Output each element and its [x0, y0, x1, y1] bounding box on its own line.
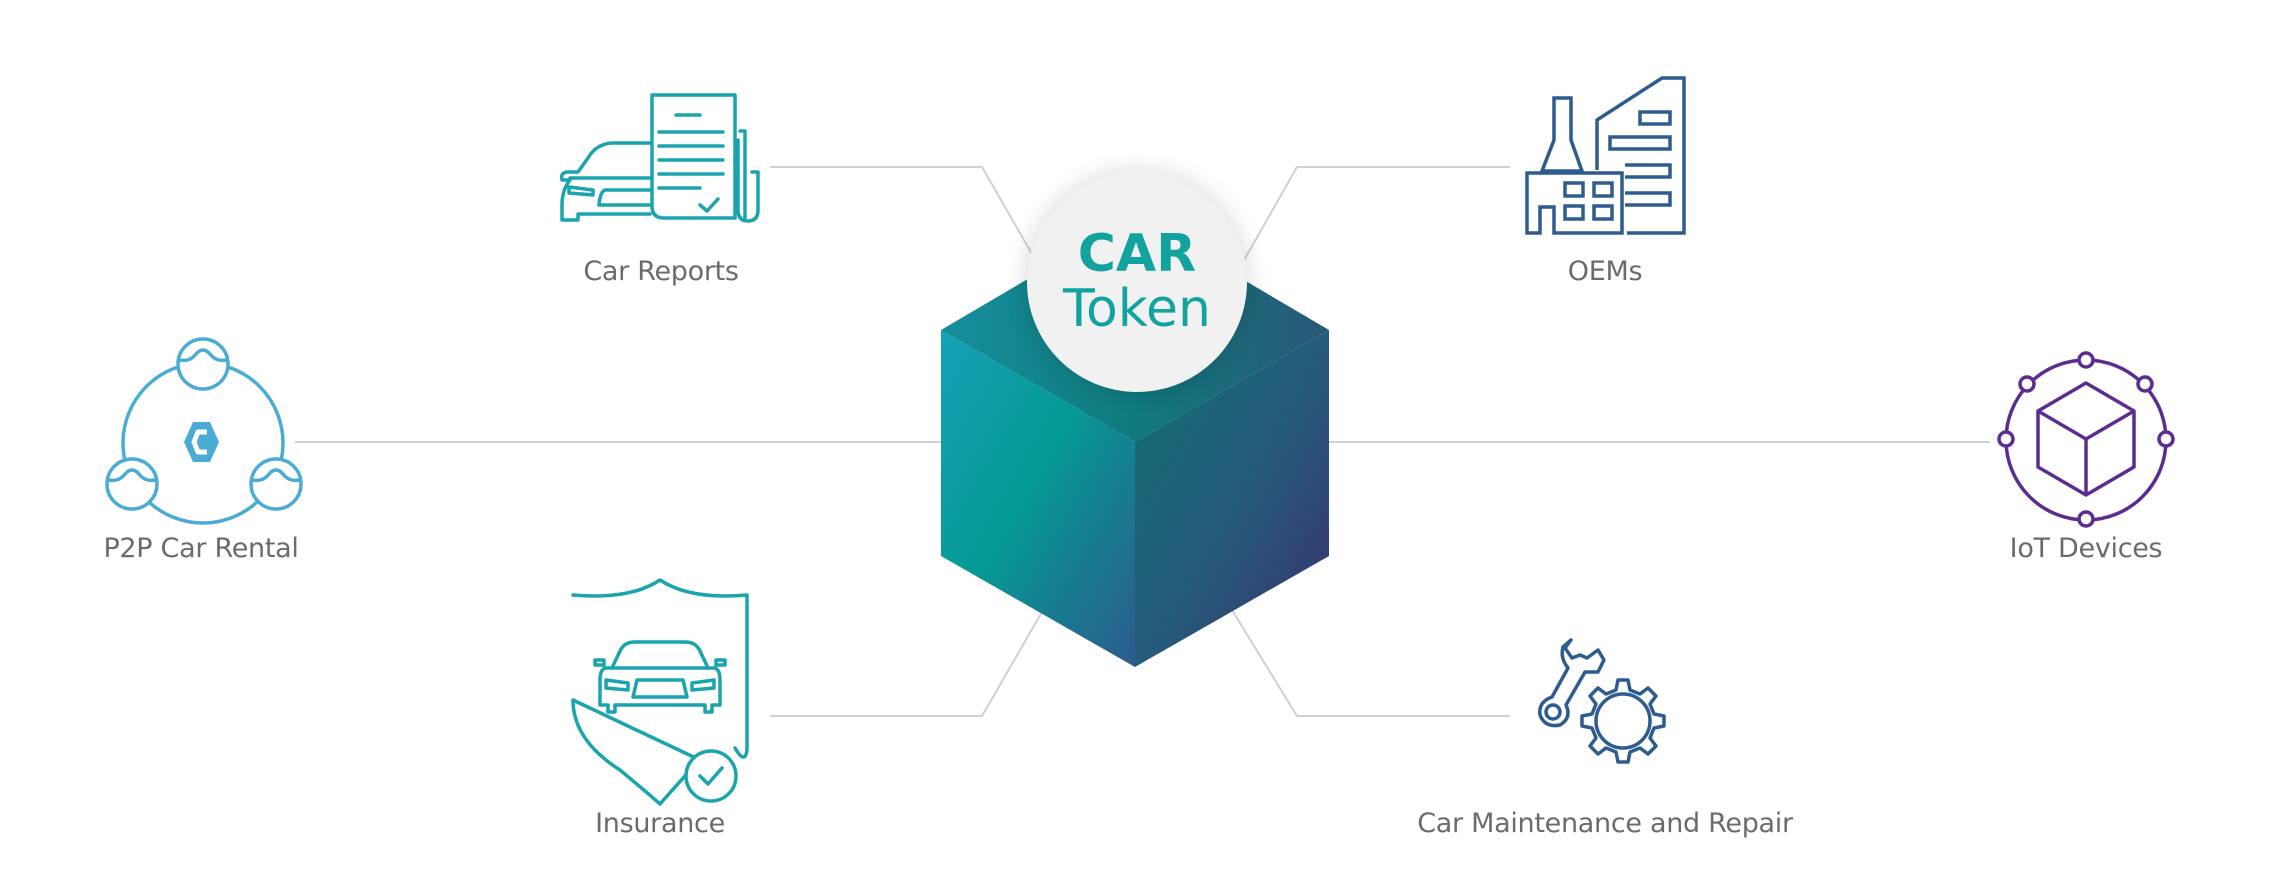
node-label-p2p-car-rental: P2P Car Rental [103, 533, 299, 564]
connector-car-reports [770, 166, 1033, 255]
node-label-insurance: Insurance [595, 808, 725, 839]
cube-right-face [1135, 330, 1329, 667]
connector-oems [1242, 166, 1510, 263]
node-label-car-reports: Car Reports [583, 256, 739, 287]
cube-left-face [941, 330, 1135, 667]
car-shield-icon [571, 578, 749, 806]
car-document-icon [559, 93, 760, 223]
node-label-oems: OEMs [1567, 256, 1643, 287]
factory-building-icon [1525, 76, 1686, 235]
connector-maintenance [1231, 609, 1510, 717]
node-label-iot-devices: IoT Devices [2009, 533, 2163, 564]
token-title-regular: Token [1063, 279, 1211, 339]
token-title-bold: CAR [1077, 224, 1197, 284]
car-token-badge: CAR Token [1027, 172, 1247, 392]
node-label-car-maintenance: Car Maintenance and Repair [1417, 808, 1793, 839]
people-network-icon [105, 337, 303, 525]
connector-insurance [770, 611, 1043, 717]
connector-lines [295, 166, 1990, 717]
cube-network-icon [1997, 351, 2175, 528]
wrench-gear-icon [1538, 638, 1666, 764]
